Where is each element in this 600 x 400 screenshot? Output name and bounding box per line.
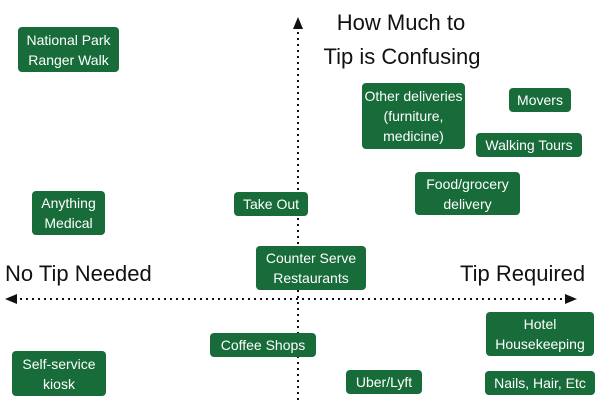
tag-line: Food/grocery xyxy=(426,175,509,192)
tag-line: kiosk xyxy=(43,375,75,392)
tag-line: Nails, Hair, Etc xyxy=(494,375,586,391)
tag-other-deliveries: Other deliveries (furniture, medicine) xyxy=(362,83,465,149)
tag-line: Self-service xyxy=(22,355,96,372)
tag-line: medicine) xyxy=(383,128,444,144)
tag-line: Coffee Shops xyxy=(220,337,306,353)
tag-food-grocery-delivery: Food/grocery delivery xyxy=(415,172,520,215)
tag-anything-medical: Anything Medical xyxy=(32,191,105,235)
tag-line: Ranger Walk xyxy=(28,51,109,68)
left-axis-label: No Tip Needed xyxy=(5,261,152,286)
tag-line: Anything xyxy=(41,195,96,211)
left-axis-arrowhead xyxy=(5,294,17,304)
tag-take-out: Take Out xyxy=(234,192,308,216)
vertical-axis-arrowhead xyxy=(293,17,303,29)
tag-nails-hair-etc: Nails, Hair, Etc xyxy=(485,371,595,395)
tag-self-service-kiosk: Self-service kiosk xyxy=(12,351,106,396)
right-axis-label: Tip Required xyxy=(460,261,586,286)
right-axis-arrowhead xyxy=(565,294,577,304)
tag-national-park-ranger-walk: National Park Ranger Walk xyxy=(18,27,119,72)
tag-line: Housekeeping xyxy=(495,336,585,352)
tag-line: Counter Serve xyxy=(265,250,357,266)
tag-walking-tours: Walking Tours xyxy=(476,133,582,157)
tag-counter-serve-restaurants: Counter Serve Restaurants xyxy=(256,246,366,290)
tag-line: Movers xyxy=(517,92,563,108)
tag-line: Uber/Lyft xyxy=(355,374,413,390)
tag-line: (furniture, xyxy=(383,108,444,124)
title-line-2: Tip is Confusing xyxy=(323,44,481,69)
title-line-1: How Much to xyxy=(336,10,466,35)
tag-line: Restaurants xyxy=(273,270,349,286)
tag-line: delivery xyxy=(443,195,492,212)
tag-line: Hotel xyxy=(523,316,557,332)
tag-uber-lyft: Uber/Lyft xyxy=(346,370,422,394)
tag-movers: Movers xyxy=(509,88,571,112)
tag-line: Other deliveries xyxy=(364,88,463,104)
tag-line: Take Out xyxy=(242,196,300,212)
tag-line: Walking Tours xyxy=(485,137,573,153)
tag-coffee-shops: Coffee Shops xyxy=(210,333,316,357)
tag-line: Medical xyxy=(44,215,93,231)
tag-hotel-housekeeping: Hotel Housekeeping xyxy=(486,312,594,356)
tag-line: National Park xyxy=(26,31,111,48)
